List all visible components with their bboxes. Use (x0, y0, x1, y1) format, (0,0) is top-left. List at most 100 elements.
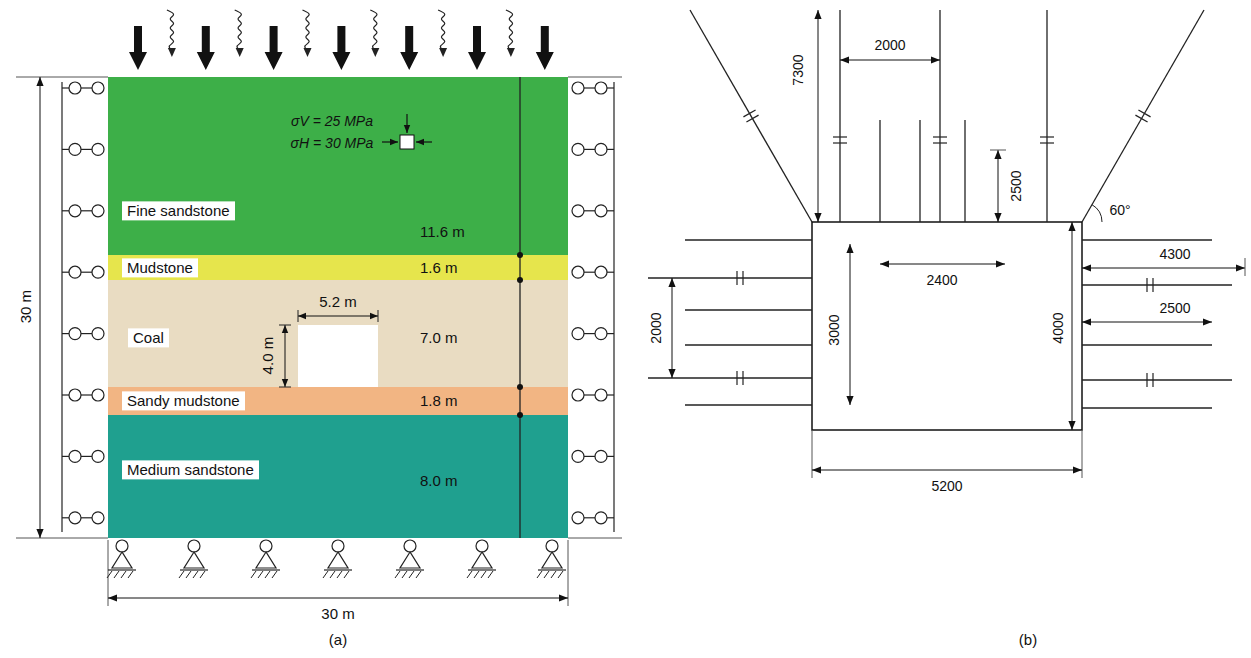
stress-label: σV = 25 MPa (291, 113, 373, 129)
break-mark (1135, 115, 1147, 122)
roller-link (62, 87, 69, 88)
roller-link (81, 210, 92, 211)
roller-link (607, 87, 614, 88)
dimension-label: 30 m (321, 605, 354, 622)
roller-symbol (92, 82, 104, 94)
stress-arrow (416, 141, 432, 142)
roller-symbol (92, 205, 104, 217)
dynamic-load-wave (370, 10, 377, 50)
pin-symbol (404, 540, 416, 552)
dimension-line (880, 264, 1005, 265)
ground-hatch (114, 571, 119, 578)
ground-hatch (481, 571, 486, 578)
roller-link (81, 87, 92, 88)
roller-symbol (69, 82, 81, 94)
ground-line (324, 569, 352, 570)
roller-symbol (572, 450, 584, 462)
dynamic-load-head (507, 48, 515, 57)
ground-hatch (558, 571, 563, 578)
dimension-line (850, 244, 851, 405)
pin-support (112, 552, 132, 568)
break-mark (1146, 278, 1147, 292)
roller-link (81, 517, 92, 518)
dynamic-load-head (168, 48, 176, 57)
roller-link (584, 210, 595, 211)
dynamic-load-wave (506, 10, 513, 50)
rib-bolt (685, 309, 812, 310)
rib-bolt (685, 344, 812, 345)
dimension-label: 2400 (926, 272, 957, 288)
roof-bolt (919, 120, 920, 222)
roof-bolt (964, 120, 965, 222)
extension-line (1082, 430, 1083, 478)
ground-hatch (107, 571, 112, 578)
dynamic-load-head (371, 48, 379, 57)
pin-support (184, 552, 204, 568)
roller-symbol (92, 512, 104, 524)
layer-name: Coal (128, 328, 169, 347)
roller-symbol (572, 82, 584, 94)
dimension-label: 5.2 m (319, 293, 357, 310)
extension-line (1245, 258, 1246, 276)
roller-symbol (595, 143, 607, 155)
break-mark (746, 115, 758, 122)
angled-cable-bolt (1082, 10, 1204, 222)
extension-line (298, 310, 299, 322)
roller-symbol (595, 266, 607, 278)
load-arrow (197, 26, 215, 70)
pin-symbol (260, 540, 272, 552)
dimension-line (40, 77, 41, 538)
load-arrow (468, 26, 486, 70)
ground-hatch (474, 571, 479, 578)
layer-name: Mudstone (122, 258, 198, 277)
roller-link (62, 517, 69, 518)
dimension-line (285, 325, 286, 387)
pin-support (472, 552, 492, 568)
roller-symbol (572, 266, 584, 278)
ground-hatch (409, 571, 414, 578)
roller-symbol (92, 143, 104, 155)
break-mark (833, 136, 847, 137)
load-arrow (265, 26, 283, 70)
roller-symbol (92, 328, 104, 340)
roller-link (607, 333, 614, 334)
roller-link (607, 149, 614, 150)
ground-hatch (265, 571, 270, 578)
ground-hatch (344, 571, 349, 578)
roller-symbol (572, 389, 584, 401)
dimension-line (672, 278, 673, 378)
extension-line (568, 538, 622, 539)
ground-line (180, 569, 208, 570)
ground-hatch (200, 571, 205, 578)
extension-line (16, 77, 108, 78)
roller-link (81, 333, 92, 334)
break-mark (933, 142, 947, 143)
roller-link (584, 456, 595, 457)
ground-line (396, 569, 424, 570)
pin-support (542, 552, 562, 568)
pin-support (256, 552, 276, 568)
angled-cable-bolt (690, 10, 812, 222)
roller-link (62, 333, 69, 334)
break-mark (933, 136, 947, 137)
roller-link (584, 333, 595, 334)
ground-hatch (128, 571, 133, 578)
pin-symbol (476, 540, 488, 552)
cable-bolt (939, 10, 940, 222)
roller-symbol (572, 512, 584, 524)
dynamic-load-wave (303, 10, 310, 50)
extension-line (812, 430, 813, 478)
roller-symbol (572, 143, 584, 155)
ground-hatch (467, 571, 472, 578)
cable-bolt (839, 10, 840, 222)
dimension-line (840, 60, 940, 61)
rock-layer-band: Medium sandstone8.0 m (108, 415, 568, 538)
ground-hatch (330, 571, 335, 578)
ground-hatch (121, 571, 126, 578)
roller-link (62, 149, 69, 150)
roller-link (607, 517, 614, 518)
ground-hatch (488, 571, 493, 578)
ground-hatch (193, 571, 198, 578)
stress-arrow (382, 141, 398, 142)
dimension-label: 2500 (1159, 300, 1190, 316)
